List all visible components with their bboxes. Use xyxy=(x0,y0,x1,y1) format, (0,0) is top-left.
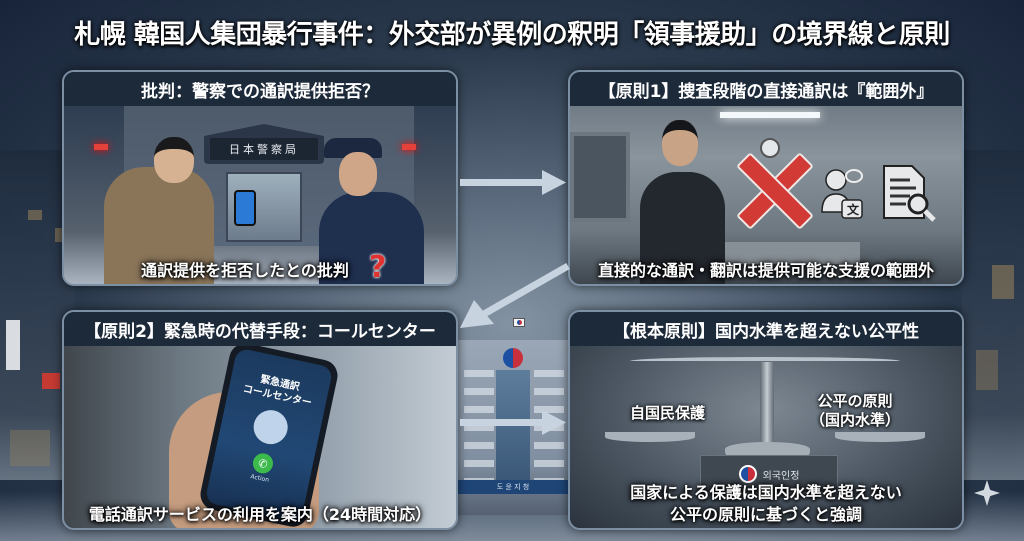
document-search-icon xyxy=(883,165,936,222)
panel-principle-1: 【原則1】捜査段階の直接通訳は『範囲外』 文 直接的な通訳・翻訳は提供可能な支援… xyxy=(568,70,964,286)
background-street-right xyxy=(962,150,1024,480)
korean-government-logo-icon xyxy=(738,465,757,483)
cross-mark-icon xyxy=(735,152,809,226)
smartphone-call-screen: 緊急通訳 コールセンター ✆ Action xyxy=(197,340,341,528)
headset-agent-icon xyxy=(250,407,291,448)
left-pan-label: 自国民保護 xyxy=(630,404,706,422)
scale-beam xyxy=(630,357,900,365)
red-light xyxy=(402,144,416,150)
shop-window xyxy=(976,350,998,390)
panel-fundamental-principle: 【根本原則】国内水準を超えない公平性 自国民保護 公平の原則 （国内水準） 외국… xyxy=(568,310,964,530)
street-sign xyxy=(6,320,20,370)
observation-window xyxy=(570,132,630,222)
south-korea-flag-icon xyxy=(513,318,525,327)
station-entrance xyxy=(226,172,302,242)
building-window xyxy=(992,265,1014,299)
smartphone-icon xyxy=(234,190,256,226)
right-pan-label-line1: 公平の原則 xyxy=(817,392,893,410)
panel-header: 【原則2】緊急時の代替手段：コールセンター xyxy=(64,312,456,346)
building-window xyxy=(28,210,42,220)
interpreter-person-icon: 文 xyxy=(821,169,863,219)
man-head xyxy=(154,137,194,183)
officer-head xyxy=(339,152,377,196)
scale-pedestal: 외국인정 xyxy=(700,455,838,493)
police-officer-figure xyxy=(319,192,424,284)
panel-header: 【根本原則】国内水準を超えない公平性 xyxy=(570,312,962,346)
pedestal-text: 외국인정 xyxy=(762,470,800,482)
building-banner: 도 윤 지 청 xyxy=(458,480,568,494)
phone-call-icon: ✆ xyxy=(251,451,275,476)
panel-principle-2: 【原則2】緊急時の代替手段：コールセンター 緊急通訳 コールセンター ✆ Act… xyxy=(62,310,458,530)
shop-window xyxy=(10,430,50,466)
panel-criticism: 批判：警察での通訳提供拒否？ 日本警察局 通訳提供を拒否したとの批判 ? xyxy=(62,70,458,286)
translate-glyph: 文 xyxy=(847,202,860,217)
arrow-right-icon xyxy=(460,410,566,435)
interrogation-table xyxy=(710,242,860,264)
caption-line-1: 国家による保護は国内水準を超えない xyxy=(630,483,902,502)
diplomat-figure xyxy=(640,172,725,284)
scale-pan-right xyxy=(835,432,925,442)
panel-header: 批判：警察での通訳提供拒否？ xyxy=(64,72,456,106)
panel-caption: 電話通訳サービスの利用を案内（24時間対応） xyxy=(88,505,432,524)
red-shop-sign xyxy=(42,373,60,389)
scale-base xyxy=(725,442,810,456)
police-station-sign: 日本警察局 xyxy=(210,138,318,160)
question-mark-icon: ? xyxy=(369,250,387,285)
right-pan-label-line2: （国内水準） xyxy=(809,410,900,429)
call-button-label: Action xyxy=(249,473,270,484)
panel-caption: 通訳提供を拒否したとの批判 xyxy=(141,261,349,280)
government-logo-icon xyxy=(503,348,523,368)
page-title: 札幌 韓国人集団暴行事件：外交部が異例の釈明「領事援助」の境界線と原則 xyxy=(74,20,950,50)
scale-pan-left xyxy=(605,432,695,442)
ceiling-light xyxy=(720,112,820,118)
distressed-man-figure xyxy=(104,167,214,284)
panel-caption: 国家による保護は国内水準を超えない 公平の原則に基づくと強調 xyxy=(570,482,962,525)
arrow-right-icon xyxy=(460,170,566,195)
right-pan-label: 公平の原則 （国内水準） xyxy=(800,392,910,430)
panel-header: 【原則1】捜査段階の直接通訳は『範囲外』 xyxy=(570,72,962,106)
caption-line-2: 公平の原則に基づくと強調 xyxy=(669,504,862,524)
red-light xyxy=(94,144,108,150)
scale-post xyxy=(760,362,774,457)
diplomat-head xyxy=(662,120,698,166)
arrow-down-left-icon xyxy=(460,262,570,328)
police-cap xyxy=(324,138,382,158)
panel-caption: 直接的な通訳・翻訳は提供可能な支援の範囲外 xyxy=(597,261,934,280)
